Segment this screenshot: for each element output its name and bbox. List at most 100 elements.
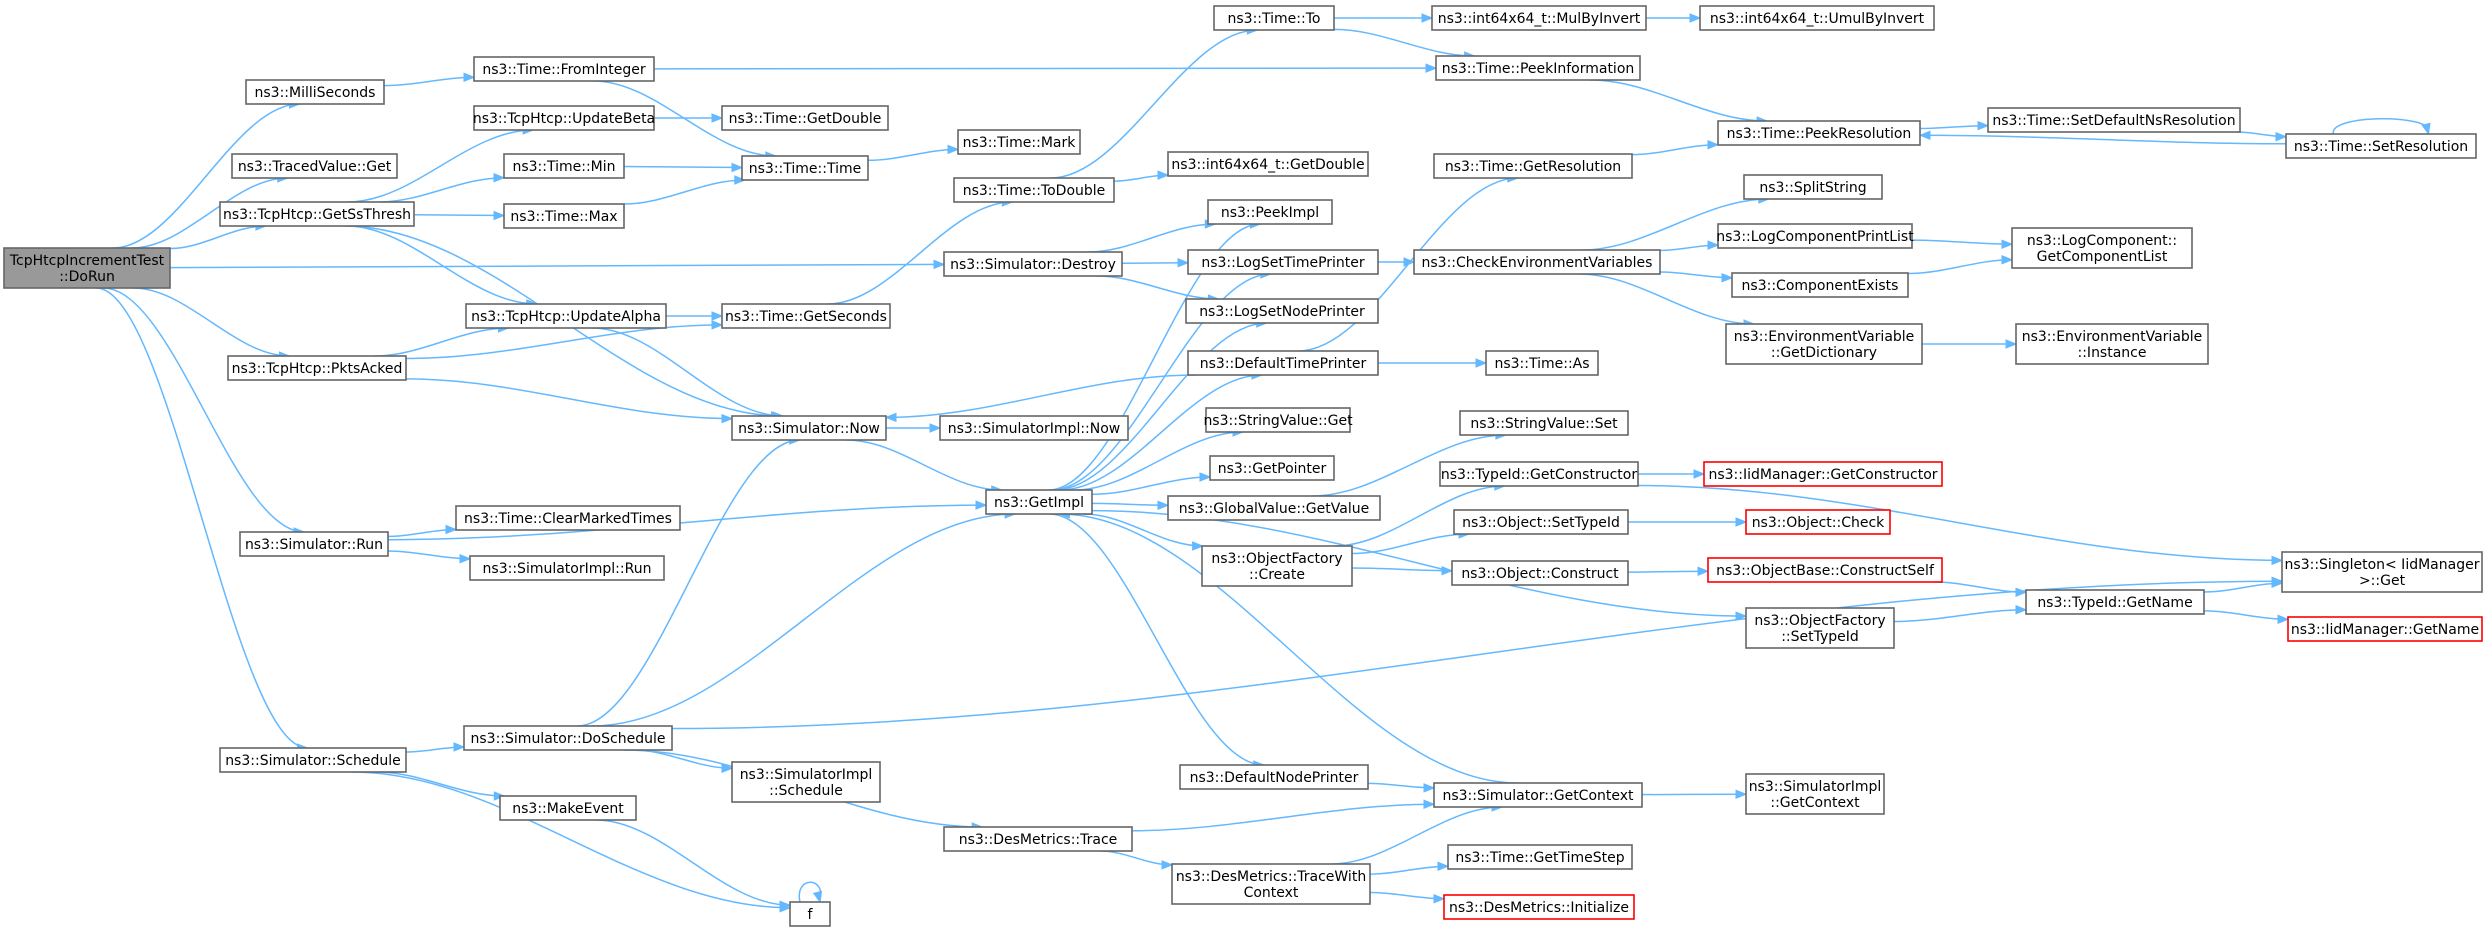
node-sim-impl-run[interactable]: ns3::SimulatorImpl::Run <box>469 555 665 581</box>
node-get-ss-thresh[interactable]: ns3::TcpHtcp::GetSsThresh <box>219 201 415 227</box>
node-root[interactable]: TcpHtcpIncrementTest::DoRun <box>3 247 171 289</box>
node-global-value-get-value[interactable]: ns3::GlobalValue::GetValue <box>1167 495 1381 521</box>
node-component-exists[interactable]: ns3::ComponentExists <box>1731 272 1909 298</box>
node-des-initialize[interactable]: ns3::DesMetrics::Initialize <box>1443 894 1635 920</box>
node-env-var-get-dict[interactable]: ns3::EnvironmentVariable::GetDictionary <box>1725 323 1923 365</box>
edge-sim-now-to-get-impl <box>846 439 1004 495</box>
edge-get-ss-thresh-to-time-max <box>413 210 506 221</box>
node-traced-get[interactable]: ns3::TracedValue::Get <box>231 153 398 179</box>
node-time-get-double[interactable]: ns3::Time::GetDouble <box>721 105 889 131</box>
node-object-set-type-id[interactable]: ns3::Object::SetTypeId <box>1453 509 1629 535</box>
node-peek-information[interactable]: ns3::Time::PeekInformation <box>1435 55 1641 81</box>
edge-sim-do-schedule-to-sim-impl-schedule <box>632 749 734 774</box>
node-label: ns3::Object::SetTypeId <box>1462 515 1620 531</box>
node-f[interactable]: f <box>789 901 831 927</box>
node-sim-impl-schedule[interactable]: ns3::SimulatorImpl::Schedule <box>731 761 881 803</box>
edge-root-to-sim-destroy <box>169 259 946 270</box>
node-construct-self[interactable]: ns3::ObjectBase::ConstructSelf <box>1707 557 1943 583</box>
node-time-mark[interactable]: ns3::Time::Mark <box>957 129 1081 155</box>
node-box <box>985 489 1093 515</box>
node-label: ns3::CheckEnvironmentVariables <box>1422 255 1653 271</box>
node-box <box>227 355 407 381</box>
node-split-string[interactable]: ns3::SplitString <box>1743 174 1883 200</box>
node-get-impl[interactable]: ns3::GetImpl <box>985 489 1093 515</box>
node-set-default-ns-res[interactable]: ns3::Time::SetDefaultNsResolution <box>1987 107 2241 133</box>
node-default-time-printer[interactable]: ns3::DefaultTimePrinter <box>1187 350 1379 376</box>
node-to-double[interactable]: ns3::Time::ToDouble <box>953 177 1115 203</box>
node-box <box>463 725 673 751</box>
node-box <box>231 153 398 179</box>
edge-sim-do-schedule-to-get-impl <box>591 509 1017 727</box>
node-sim-get-context[interactable]: ns3::Simulator::GetContext <box>1433 782 1643 808</box>
node-sim-schedule[interactable]: ns3::Simulator::Schedule <box>219 747 407 773</box>
node-box <box>2287 616 2483 642</box>
edge-get-impl-to-obj-factory-create <box>1083 513 1204 551</box>
node-mul-by-invert[interactable]: ns3::int64x64_t::MulByInvert <box>1431 5 1647 31</box>
node-time-time[interactable]: ns3::Time::Time <box>741 155 869 181</box>
edge-default-time-printer-to-sim-now <box>884 374 1196 423</box>
node-box <box>473 56 655 82</box>
node-sim-impl-now[interactable]: ns3::SimulatorImpl::Now <box>939 415 1129 441</box>
edge-milliseconds-to-from-integer <box>383 72 476 87</box>
node-object-construct[interactable]: ns3::Object::Construct <box>1451 560 1629 586</box>
node-update-alpha[interactable]: ns3::TcpHtcp::UpdateAlpha <box>465 303 667 329</box>
node-box <box>1745 509 1891 535</box>
node-box <box>1171 863 1371 905</box>
node-time-get-resolution[interactable]: ns3::Time::GetResolution <box>1433 153 1633 179</box>
node-box <box>1201 545 1353 587</box>
node-clear-marked-times[interactable]: ns3::Time::ClearMarkedTimes <box>455 505 681 531</box>
edge-check-env-vars-to-component-exists <box>1659 271 1734 283</box>
node-from-integer[interactable]: ns3::Time::FromInteger <box>473 56 655 82</box>
node-time-as[interactable]: ns3::Time::As <box>1485 350 1599 376</box>
node-label: ns3::Time::Time <box>749 161 861 177</box>
node-log-set-time-printer[interactable]: ns3::LogSetTimePrinter <box>1187 249 1379 275</box>
node-env-var-instance[interactable]: ns3::EnvironmentVariable::Instance <box>2015 323 2209 365</box>
node-make-event[interactable]: ns3::MakeEvent <box>499 795 637 821</box>
node-string-value-get[interactable]: ns3::StringValue::Get <box>1203 407 1353 433</box>
node-log-set-node-printer[interactable]: ns3::LogSetNodePrinter <box>1185 298 1379 324</box>
node-pkts-acked[interactable]: ns3::TcpHtcp::PktsAcked <box>227 355 407 381</box>
node-label: ns3::ObjectBase::ConstructSelf <box>1716 563 1935 579</box>
node-label: ns3::Time::SetDefaultNsResolution <box>1992 113 2235 129</box>
node-string-value-set[interactable]: ns3::StringValue::Set <box>1459 410 1629 436</box>
node-peek-impl[interactable]: ns3::PeekImpl <box>1207 199 1333 225</box>
node-milliseconds[interactable]: ns3::MilliSeconds <box>245 79 385 105</box>
node-peek-resolution[interactable]: ns3::Time::PeekResolution <box>1717 120 1921 146</box>
node-obj-factory-set-type-id[interactable]: ns3::ObjectFactory::SetTypeId <box>1745 607 1895 649</box>
edge-sim-destroy-to-log-set-time-printer <box>1121 258 1190 268</box>
node-obj-factory-create[interactable]: ns3::ObjectFactory::Create <box>1201 545 1353 587</box>
node-umul-by-invert[interactable]: ns3::int64x64_t::UmulByInvert <box>1699 5 1935 31</box>
node-des-trace[interactable]: ns3::DesMetrics::Trace <box>943 826 1133 852</box>
node-label: ns3::Time::ClearMarkedTimes <box>464 511 672 527</box>
node-log-comp-print-list[interactable]: ns3::LogComponentPrintList <box>1716 223 1914 249</box>
node-set-resolution[interactable]: ns3::Time::SetResolution <box>2285 133 2477 159</box>
node-sim-do-schedule[interactable]: ns3::Simulator::DoSchedule <box>463 725 673 751</box>
node-type-id-get-constructor[interactable]: ns3::TypeId::GetConstructor <box>1439 461 1639 487</box>
node-time-get-seconds[interactable]: ns3::Time::GetSeconds <box>721 303 891 329</box>
function-nodes: TcpHtcpIncrementTest::DoRun ns3::MilliSec… <box>3 5 2483 927</box>
node-label: GetComponentList <box>2037 249 2168 265</box>
node-sim-destroy[interactable]: ns3::Simulator::Destroy <box>943 251 1123 277</box>
node-label: ns3::TcpHtcp::GetSsThresh <box>223 207 411 223</box>
node-iid-get-name[interactable]: ns3::IidManager::GetName <box>2287 616 2483 642</box>
node-time-max[interactable]: ns3::Time::Max <box>503 203 625 229</box>
edge-component-exists-to-log-comp-get-list <box>1907 255 2014 275</box>
node-default-node-printer[interactable]: ns3::DefaultNodePrinter <box>1179 764 1369 790</box>
node-int64-get-double[interactable]: ns3::int64x64_t::GetDouble <box>1167 151 1369 177</box>
node-sim-now[interactable]: ns3::Simulator::Now <box>731 415 887 441</box>
node-sim-run[interactable]: ns3::Simulator::Run <box>239 531 389 557</box>
node-time-to[interactable]: ns3::Time::To <box>1213 5 1335 31</box>
node-update-beta[interactable]: ns3::TcpHtcp::UpdateBeta <box>473 105 655 131</box>
node-time-min[interactable]: ns3::Time::Min <box>503 153 625 179</box>
node-box <box>1413 249 1661 275</box>
node-iid-get-constructor[interactable]: ns3::IidManager::GetConstructor <box>1703 461 1943 487</box>
node-log-comp-get-list[interactable]: ns3::LogComponent::GetComponentList <box>2011 227 2193 269</box>
node-check-env-vars[interactable]: ns3::CheckEnvironmentVariables <box>1413 249 1661 275</box>
node-type-id-get-name[interactable]: ns3::TypeId::GetName <box>2025 589 2205 615</box>
node-object-check[interactable]: ns3::Object::Check <box>1745 509 1891 535</box>
node-singleton-get[interactable]: ns3::Singleton< IidManager >::Get <box>2281 551 2483 593</box>
node-time-get-time-step[interactable]: ns3::Time::GetTimeStep <box>1447 844 1633 870</box>
node-get-pointer[interactable]: ns3::GetPointer <box>1209 455 1335 481</box>
node-sim-impl-get-context[interactable]: ns3::SimulatorImpl::GetContext <box>1745 773 1885 815</box>
